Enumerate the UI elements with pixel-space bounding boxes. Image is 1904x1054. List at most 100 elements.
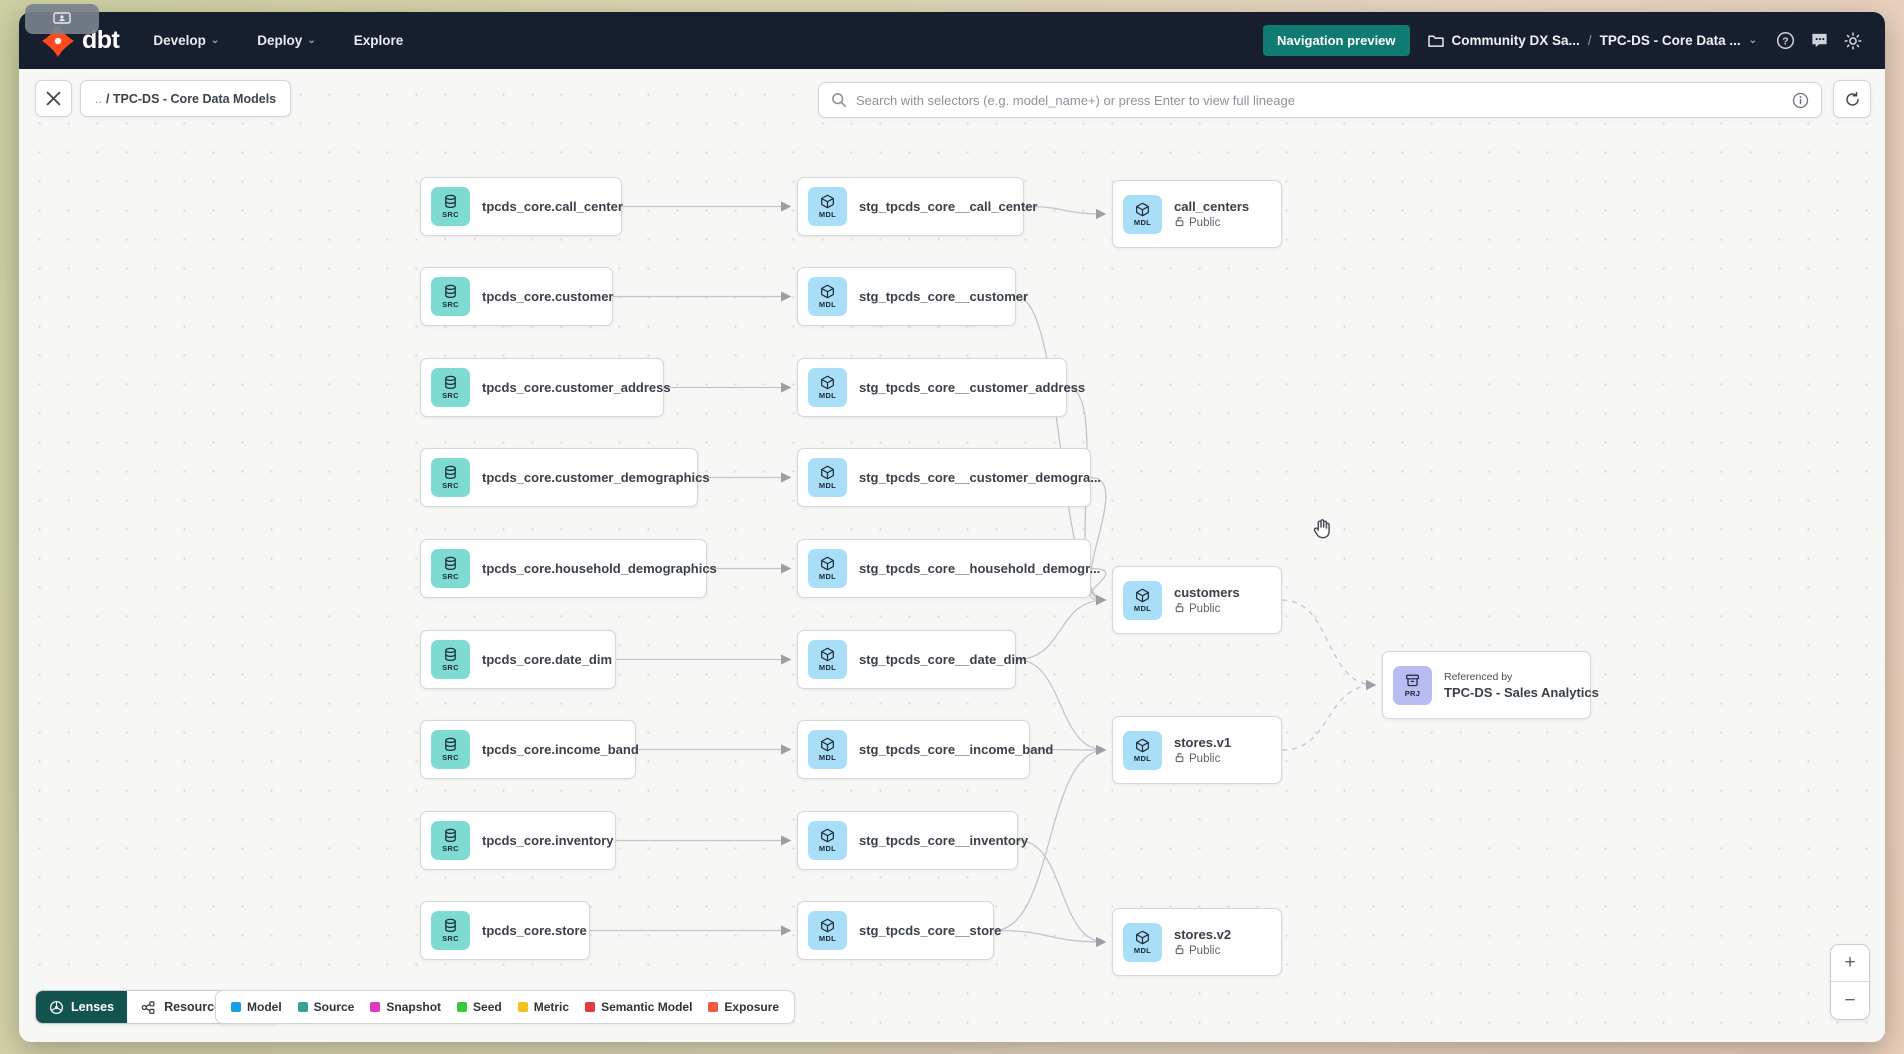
graph-node-src_income_band[interactable]: SRC tpcds_core.income_band: [420, 720, 639, 779]
edge-stg_customer_demographics-to-customers: [1089, 476, 1107, 606]
chevron-down-icon: ⌄: [307, 35, 316, 46]
source-node-icon: SRC: [431, 277, 470, 316]
legend-item-model: Model: [231, 1000, 282, 1014]
node-label: stores.v1: [1174, 734, 1232, 750]
legend-swatch: [231, 1002, 241, 1012]
legend-item-snapshot: Snapshot: [370, 1000, 441, 1014]
search-input[interactable]: [856, 92, 1783, 108]
model-node-icon: MDL: [808, 368, 847, 407]
model-node-icon: MDL: [808, 187, 847, 226]
open-lock-icon: [1174, 944, 1185, 958]
source-node-icon: SRC: [431, 730, 470, 769]
chevron-down-icon: ⌄: [210, 35, 220, 46]
shared-screen-icon: [53, 12, 71, 24]
edge-stg_store-to-stores_v2: [993, 929, 1107, 948]
legend-item-semantic-model: Semantic Model: [585, 1000, 692, 1014]
node-label: stg_tpcds_core__customer_demogra...: [859, 470, 1102, 485]
breadcrumb-project[interactable]: Community DX Sa...: [1451, 33, 1580, 48]
node-label: stg_tpcds_core__date_dim: [859, 652, 1027, 667]
node-label: tpcds_core.household_demographics: [482, 561, 717, 576]
model-node-icon: MDL: [808, 549, 847, 588]
open-lock-icon: [1174, 752, 1185, 766]
legend-item-source: Source: [297, 1000, 354, 1014]
node-access-badge: Public: [1174, 216, 1249, 230]
source-node-icon: SRC: [431, 911, 470, 950]
chevron-down-icon[interactable]: ⌄: [1748, 35, 1757, 46]
resource-type-icon: [141, 1000, 155, 1014]
zoom-out-button[interactable]: −: [1831, 982, 1869, 1019]
legend-item-exposure: Exposure: [708, 1000, 779, 1014]
info-icon[interactable]: [1792, 92, 1809, 109]
edge-stg_income_band-to-stores_v1: [1029, 744, 1107, 756]
node-label: tpcds_core.store: [482, 923, 587, 938]
model-node-icon: MDL: [1123, 580, 1162, 620]
search-icon: [832, 93, 847, 108]
model-node-icon: MDL: [1123, 730, 1162, 770]
lenses-button[interactable]: Lenses: [36, 991, 128, 1023]
refresh-lineage-button[interactable]: [1833, 80, 1871, 118]
node-label: stg_tpcds_core__store: [859, 923, 1002, 938]
lineage-path-chip[interactable]: .. / TPC-DS - Core Data Models: [80, 80, 292, 117]
source-node-icon: SRC: [431, 640, 470, 679]
node-label: stg_tpcds_core__household_demogr...: [859, 561, 1101, 576]
legend-swatch: [457, 1002, 468, 1012]
node-label: tpcds_core.customer_address: [482, 380, 671, 395]
folder-icon: [1427, 34, 1444, 47]
settings-gear-icon[interactable]: [1843, 31, 1863, 51]
node-label: stg_tpcds_core__income_band: [859, 742, 1054, 757]
node-label: tpcds_core.income_band: [482, 742, 639, 757]
svg-text:?: ?: [1782, 36, 1788, 47]
source-node-icon: SRC: [431, 458, 470, 497]
nav-menu-develop[interactable]: Develop⌄: [153, 33, 220, 48]
graph-node-src_store[interactable]: SRC tpcds_core.store: [420, 901, 590, 960]
nav-menu-explore[interactable]: Explore: [353, 33, 404, 48]
model-node-icon: MDL: [808, 730, 847, 769]
nav-menu-deploy[interactable]: Deploy⌄: [257, 33, 316, 48]
graph-node-stg_income_band[interactable]: MDL stg_tpcds_core__income_band: [797, 720, 1053, 779]
refresh-icon: [1845, 91, 1859, 106]
edge-stg_date_dim-to-stores_v1: [1015, 658, 1107, 756]
edge-stg_date_dim-to-customers: [1015, 594, 1107, 661]
navigation-preview-button[interactable]: Navigation preview: [1263, 25, 1410, 56]
dbt-logo-icon: [42, 24, 74, 57]
source-node-icon: SRC: [431, 187, 470, 226]
model-node-icon: MDL: [1123, 194, 1162, 234]
edge-stg_store-to-stores_v1: [993, 744, 1107, 932]
graph-node-src_customer_address[interactable]: SRC tpcds_core.customer_address: [420, 358, 671, 417]
node-label: tpcds_core.inventory: [482, 833, 614, 848]
close-lineage-button[interactable]: [35, 80, 72, 117]
zoom-controls: + −: [1830, 944, 1870, 1020]
model-node-icon: MDL: [808, 277, 847, 316]
node-access-badge: Public: [1174, 944, 1231, 958]
open-lock-icon: [1174, 602, 1185, 616]
model-node-icon: MDL: [808, 821, 847, 860]
graph-node-stg_household_demographics[interactable]: MDL stg_tpcds_core__household_demogr...: [797, 539, 1100, 598]
node-label: customers: [1174, 584, 1240, 600]
breadcrumb-page[interactable]: TPC-DS - Core Data ...: [1599, 33, 1741, 48]
help-icon[interactable]: ?: [1775, 31, 1795, 51]
source-node-icon: SRC: [431, 368, 470, 407]
zoom-in-button[interactable]: +: [1831, 945, 1869, 982]
feedback-icon[interactable]: [1809, 31, 1829, 51]
